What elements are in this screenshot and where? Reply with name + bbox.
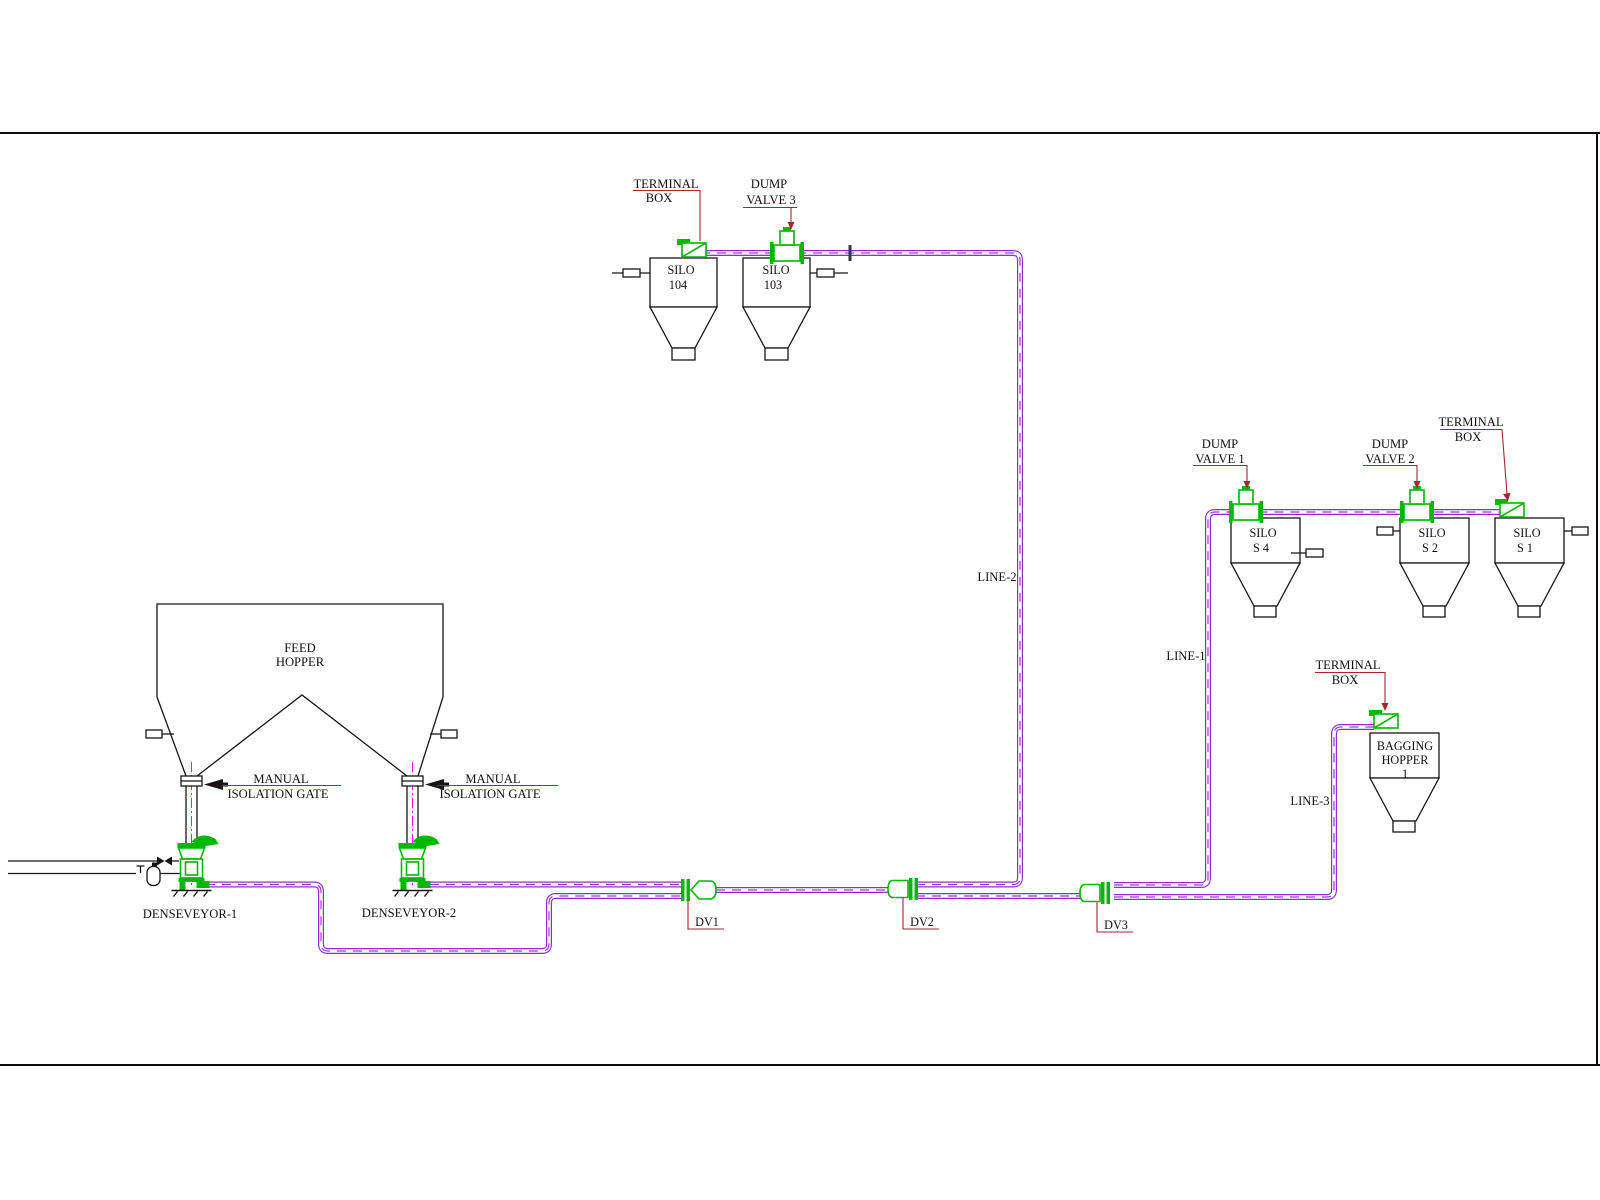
level-sensor-icon [810,268,848,278]
terminal-box-bagging-label: TERMINAL [1315,658,1380,672]
level-sensor-icon [145,729,174,739]
terminal-box-valve-silos1-icon [1494,498,1525,518]
leader-terminal-box-right [1440,428,1508,495]
leader-lines [222,189,1511,933]
silo-s2 [1376,517,1470,618]
silo-s1 [1494,517,1589,618]
isolation-gate-2-label: MANUAL [465,772,520,786]
arrowhead [787,222,795,230]
dump-valve-3-label2: VALVE 3 [746,193,795,207]
leader-dv2 [902,898,939,930]
terminal-box-valve-silo104-icon [676,238,707,258]
bagging-hopper-label: BAGGING [1377,739,1433,753]
feed-hopper [145,603,458,843]
dump-valve-3-label: DUMP [751,177,787,191]
air-supply [8,856,180,887]
level-sensor-icon [612,268,650,278]
level-sensor-icon [1564,526,1589,536]
silo-s4 [1230,517,1324,618]
silo-104-label: SILO [667,263,694,277]
level-sensor-icon [430,729,458,739]
annotations: TERMINAL BOX DUMP VALVE 3 SILO 104 SILO … [143,177,1541,932]
leader-dump-valve-1 [1193,464,1248,482]
dv1-label: DV1 [695,915,719,929]
diverter-valve-dv1-icon [681,879,717,901]
dump-valve-2-label2: VALVE 2 [1365,452,1414,466]
silo-s4-label2: S 4 [1253,541,1269,555]
pipe-centerline [206,252,1502,952]
arrowhead [1243,481,1251,489]
level-sensor-icon [1376,526,1400,536]
dump-valve-1-label2: VALVE 1 [1195,452,1244,466]
air-receiver-icon [146,862,161,887]
dv3-label: DV3 [1104,918,1128,932]
feed-hopper-inner-vee [196,694,408,777]
silo-s1-label2: S 1 [1517,541,1533,555]
feed-hopper-label2: HOPPER [276,655,325,669]
feed-hopper-label: FEED [284,641,315,655]
leader-dv1 [687,900,724,930]
dump-valve-2-icon [1399,485,1435,524]
diverter-valve-dv2-icon [887,878,918,900]
dump-valve-3-icon [769,226,805,265]
silo-s1-label: SILO [1513,526,1540,540]
silo-s2-label: SILO [1418,526,1445,540]
dump-valve-2-label: DUMP [1372,437,1408,451]
leader-dump-valve-3 [743,206,797,223]
line-1-label: LINE-1 [1166,649,1205,663]
bowtie-valve-icon [157,856,172,866]
isolation-gate-1-label: MANUAL [253,772,308,786]
leader-dump-valve-2 [1363,464,1418,482]
isolation-gate-2-label2: ISOLATION GATE [439,787,540,801]
outlet-pipes [185,786,419,843]
terminal-box-top-label: TERMINAL [633,177,698,191]
silo-103-label2: 103 [764,278,782,292]
leader-terminal-box-bagging [1315,671,1386,704]
bagging-hopper-label2: HOPPER [1382,753,1430,767]
manual-isolation-gate-1 [180,775,228,790]
level-sensor-icon [1291,548,1324,558]
feed-hopper-outline [156,603,444,777]
terminal-box-bagging-label2: BOX [1332,673,1359,687]
denseveyor-1-label: DENSEVEYOR-1 [143,907,237,921]
terminal-box-right-label: TERMINAL [1438,415,1503,429]
arrowhead [1413,481,1421,489]
leader-terminal-box-top [633,189,701,241]
isolation-gate-1-label2: ISOLATION GATE [227,787,328,801]
shutoff-valve-icon [136,865,145,873]
silo-103-label: SILO [762,263,789,277]
dv2-label: DV2 [910,915,934,929]
denseveyor-2-label: DENSEVEYOR-2 [362,906,456,920]
silo-s2-label2: S 2 [1422,541,1438,555]
line-3-label: LINE-3 [1290,794,1329,808]
terminal-box-right-label2: BOX [1455,430,1482,444]
dump-valve-1-label: DUMP [1202,437,1238,451]
silo-104-label2: 104 [669,278,687,292]
silo-104 [612,257,718,361]
arrowhead [1381,703,1389,711]
terminal-box-top-label2: BOX [646,191,673,205]
manual-isolation-gate-2 [401,775,449,790]
sheet-border [0,132,1600,1066]
line-2-label: LINE-2 [977,570,1016,584]
bagging-hopper-label3: 1 [1402,767,1408,781]
pipe-network [206,245,1502,954]
gate-handle-icon [204,779,228,790]
silo-103 [742,257,848,361]
arrowhead [1503,493,1511,501]
diverter-valve-dv3-icon [1079,882,1110,904]
leader-dv3 [1096,902,1133,933]
terminal-box-valve-bagging-icon [1368,709,1399,729]
silo-s4-label: SILO [1249,526,1276,540]
dump-valve-1-icon [1228,485,1264,524]
gate-handle-icon [425,779,449,790]
